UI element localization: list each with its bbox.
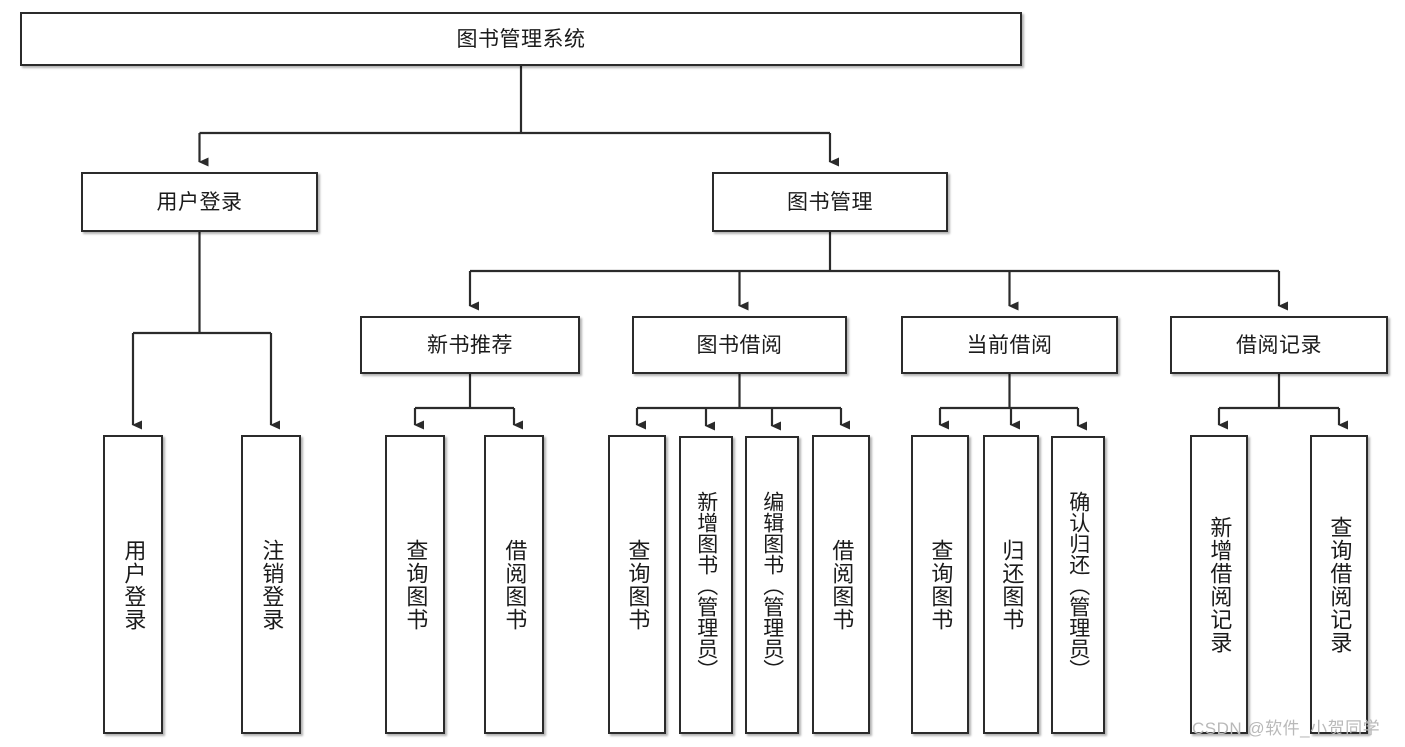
node-current-borrow-label: 当前借阅	[966, 333, 1053, 357]
leaf-borrow-query-book[interactable]: 查询图书	[608, 435, 666, 734]
node-current-borrow[interactable]: 当前借阅	[901, 316, 1118, 374]
node-book-management-module[interactable]: 图书管理	[712, 172, 948, 232]
leaf-borrow-borrow-book[interactable]: 借阅图书	[812, 435, 870, 734]
node-user-login-module[interactable]: 用户登录	[81, 172, 318, 232]
leaf-record-add-borrow-record-label: 新增借阅记录	[1207, 515, 1233, 654]
leaf-borrow-add-book-admin[interactable]: 新增图书（管理员）	[679, 436, 733, 734]
leaf-current-return-book-label: 归还图书	[999, 538, 1025, 631]
leaf-current-return-book[interactable]: 归还图书	[983, 435, 1039, 734]
leaf-user-login-label: 用户登录	[121, 538, 147, 631]
leaf-record-query-borrow-record[interactable]: 查询借阅记录	[1310, 435, 1368, 734]
node-borrow-record[interactable]: 借阅记录	[1170, 316, 1388, 374]
leaf-borrow-edit-book-admin[interactable]: 编辑图书（管理员）	[745, 436, 799, 734]
node-book-borrow-label: 图书借阅	[696, 333, 783, 357]
leaf-record-query-borrow-record-label: 查询借阅记录	[1327, 515, 1353, 654]
node-book-borrow[interactable]: 图书借阅	[632, 316, 847, 374]
node-user-login-module-label: 用户登录	[156, 190, 243, 214]
leaf-user-logout[interactable]: 注销登录	[241, 435, 301, 734]
node-root[interactable]: 图书管理系统	[20, 12, 1022, 66]
leaf-newbook-borrow-book-label: 借阅图书	[502, 538, 528, 631]
node-new-book-recommend[interactable]: 新书推荐	[360, 316, 580, 374]
node-root-label: 图书管理系统	[456, 27, 586, 51]
leaf-current-query-book[interactable]: 查询图书	[911, 435, 969, 734]
leaf-borrow-edit-book-admin-label: 编辑图书（管理员）	[760, 490, 784, 680]
leaf-user-login[interactable]: 用户登录	[103, 435, 163, 734]
leaf-newbook-borrow-book[interactable]: 借阅图书	[484, 435, 544, 734]
node-new-book-recommend-label: 新书推荐	[427, 333, 513, 357]
node-borrow-record-label: 借阅记录	[1236, 333, 1322, 357]
leaf-newbook-query-book-label: 查询图书	[403, 538, 429, 631]
leaf-current-query-book-label: 查询图书	[928, 538, 954, 631]
leaf-record-add-borrow-record[interactable]: 新增借阅记录	[1190, 435, 1248, 734]
leaf-current-confirm-return-admin-label: 确认归还（管理员）	[1066, 490, 1090, 680]
leaf-newbook-query-book[interactable]: 查询图书	[385, 435, 445, 734]
leaf-borrow-query-book-label: 查询图书	[625, 538, 651, 631]
leaf-user-logout-label: 注销登录	[259, 538, 285, 631]
leaf-borrow-add-book-admin-label: 新增图书（管理员）	[694, 490, 718, 680]
leaf-current-confirm-return-admin[interactable]: 确认归还（管理员）	[1051, 436, 1105, 734]
csdn-watermark: CSDN @软件_小贺同学	[1192, 719, 1381, 738]
node-book-management-module-label: 图书管理	[787, 190, 873, 214]
leaf-borrow-borrow-book-label: 借阅图书	[829, 538, 855, 631]
